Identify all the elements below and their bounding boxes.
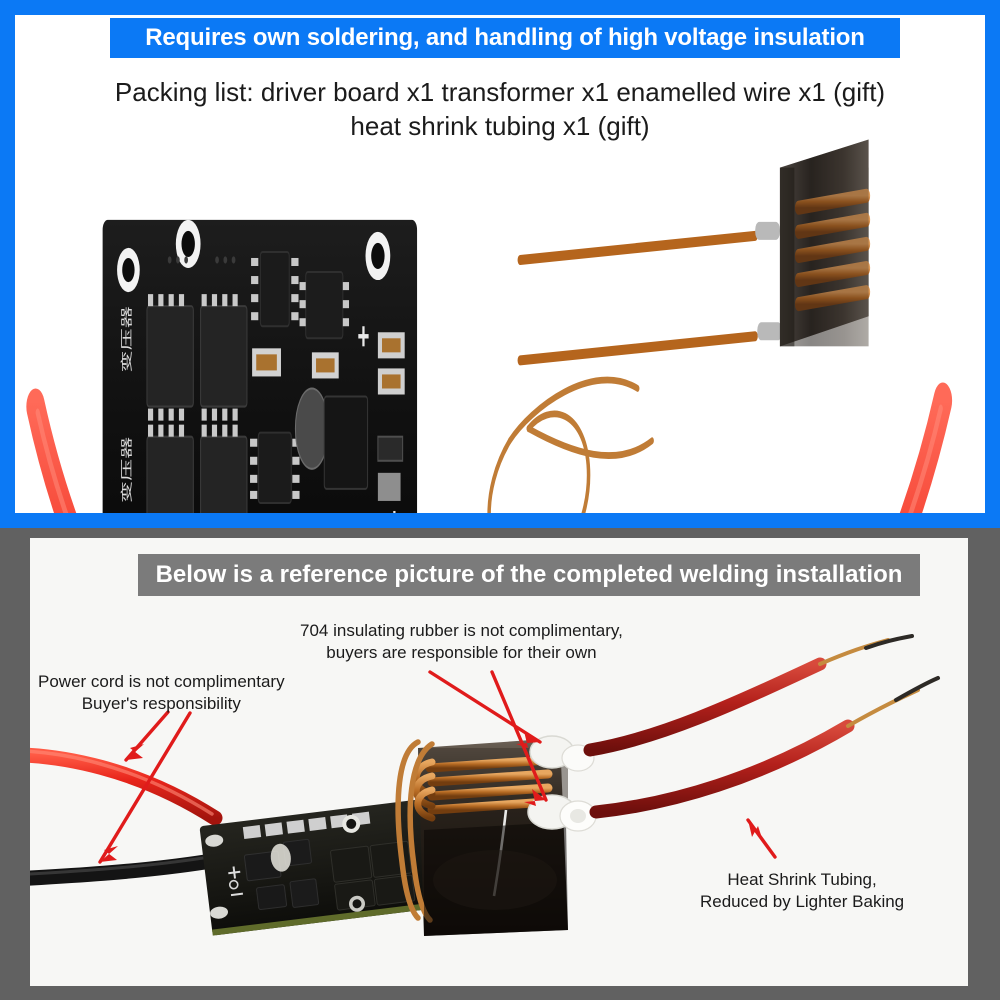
arrow-rubber-lower — [490, 670, 548, 802]
pcb-silkscreen-transformer-1: 变压器 — [121, 306, 134, 373]
bottom-panel: Below is a reference picture of the comp… — [0, 528, 1000, 1000]
annotation-heat-line-2: Reduced by Lighter Baking — [700, 891, 905, 911]
enamelled-wire-graphic — [487, 376, 654, 513]
bottom-photo-area: Below is a reference picture of the comp… — [30, 538, 968, 986]
red-output-lead-lower-graphic — [589, 676, 940, 819]
annotation-power-line-1: Power cord is not complimentary — [38, 672, 285, 691]
top-banner: Requires own soldering, and handling of … — [110, 18, 900, 58]
top-banner-text: Requires own soldering, and handling of … — [145, 24, 865, 51]
annotation-rubber-line-2: buyers are responsible for their own — [326, 642, 597, 662]
top-panel: 变压器 变压器 — [0, 0, 1000, 528]
packing-list-line-1: Packing list: driver board x1 transforme… — [114, 77, 886, 107]
white-insulating-rubber-graphic — [527, 735, 597, 832]
annotation-arrows — [98, 670, 777, 864]
annotation-heat-shrink-note: Heat Shrink Tubing, Reduced by Lighter B… — [700, 869, 904, 913]
black-power-wire-graphic — [30, 854, 213, 886]
arrow-rubber-upper — [428, 670, 542, 744]
bottom-banner: Below is a reference picture of the comp… — [138, 554, 920, 596]
annotation-arrowheads — [100, 731, 762, 862]
heat-shrink-tubing-graphic — [26, 382, 953, 513]
arrow-power-red — [124, 710, 170, 762]
annotation-power-line-2: Buyer's responsibility — [81, 693, 241, 713]
red-output-lead-upper-graphic — [583, 634, 914, 757]
packing-list-line-2: heat shrink tubing x1 (gift) — [350, 111, 650, 142]
assembled-transformer-graphic — [395, 738, 568, 936]
annotation-power-cord-note: Power cord is not complimentary Buyer's … — [38, 671, 285, 715]
assembled-driver-board-graphic — [199, 797, 456, 936]
top-photo-area: 变压器 变压器 — [15, 15, 985, 513]
arrow-power-black — [98, 711, 192, 864]
pcb-silkscreen-transformer-2: 变压器 — [121, 436, 134, 503]
annotation-rubber-line-1: 704 insulating rubber is not complimenta… — [300, 621, 623, 640]
annotation-heat-line-1: Heat Shrink Tubing, — [727, 870, 877, 889]
transformer-coil-graphic — [517, 139, 871, 366]
driver-board-graphic: 变压器 变压器 — [102, 219, 418, 513]
bottom-banner-text: Below is a reference picture of the comp… — [155, 561, 903, 588]
bottom-photo-graphics — [30, 634, 940, 936]
red-power-wire-graphic — [30, 747, 223, 826]
packing-list: Packing list: driver board x1 transforme… — [15, 75, 985, 144]
annotation-rubber-note: 704 insulating rubber is not complimenta… — [300, 620, 623, 664]
